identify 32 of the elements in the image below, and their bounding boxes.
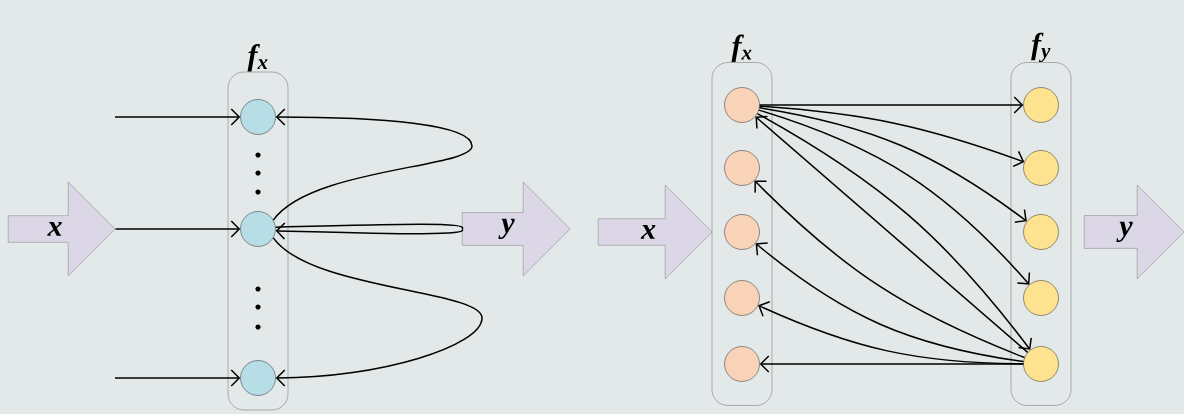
node-label: f$_{x}$: [247, 44, 268, 72]
circle: [1023, 280, 1059, 316]
arrow: [758, 96, 1024, 114]
layer-container: f$_{x}$: [711, 34, 773, 406]
circle: [1023, 214, 1059, 250]
arrow: [114, 220, 241, 238]
arrow: [758, 105, 1025, 168]
node-label: f$_{x}$: [731, 34, 752, 63]
circle: [1023, 346, 1059, 382]
arrow: [274, 222, 464, 240]
arrow: [114, 108, 241, 126]
circle: [240, 99, 276, 135]
circle: [724, 87, 760, 123]
arrow: [114, 369, 241, 387]
layer-container: f$_{y}$: [1010, 32, 1072, 406]
arrow: [758, 109, 1031, 285]
circle: [724, 280, 760, 316]
circle: [724, 150, 760, 186]
node-label: f$_{y}$: [1031, 32, 1051, 63]
circle: [724, 214, 760, 250]
arrow: [272, 108, 473, 221]
circle: [724, 346, 760, 382]
arrow: [755, 242, 1025, 363]
circle: [1023, 150, 1059, 186]
circle: [1023, 87, 1059, 123]
arrow: [759, 355, 1025, 373]
layer-container: f$_{x}$: [227, 44, 289, 411]
arrow: [754, 180, 1026, 359]
arrow: [272, 237, 483, 387]
arrow: [758, 107, 1027, 223]
circle: [240, 211, 276, 247]
circle: [240, 360, 276, 396]
